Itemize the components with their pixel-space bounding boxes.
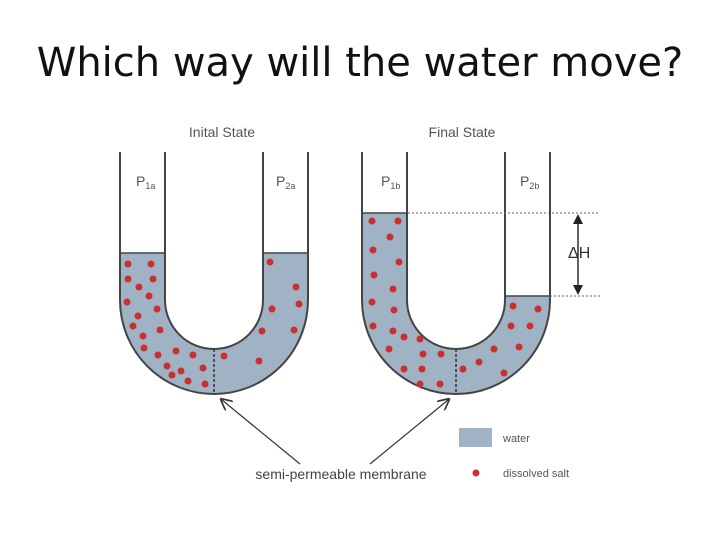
legend-water-label: water <box>502 433 530 445</box>
slide-title: Which way will the water move? <box>36 40 684 86</box>
height-difference-marker <box>408 212 600 297</box>
initial-state-label: Inital State <box>189 124 255 140</box>
legend-salt-swatch <box>472 469 480 477</box>
legend-water-swatch <box>459 428 492 447</box>
initial-water <box>120 253 308 394</box>
legend: water dissolved salt <box>459 428 569 480</box>
initial-tube-outline <box>119 152 309 395</box>
pressure-label-p2b: P2b <box>520 173 539 191</box>
pressure-label-p1b: P1b <box>381 173 400 191</box>
membrane-pointer-arrows <box>222 400 448 465</box>
pressure-label-p1a: P1a <box>136 173 155 191</box>
final-u-tube <box>361 152 551 395</box>
initial-u-tube <box>119 152 309 395</box>
legend-salt-label: dissolved salt <box>503 468 569 480</box>
delta-h-label: ΔH <box>568 245 590 262</box>
final-state-label: Final State <box>429 124 496 140</box>
pressure-label-p2a: P2a <box>276 173 295 191</box>
final-tube-outline <box>361 152 551 395</box>
membrane-label: semi-permeable membrane <box>255 466 426 482</box>
final-water <box>362 213 550 394</box>
initial-salt-particles <box>123 258 303 388</box>
final-salt-particles <box>368 217 542 388</box>
